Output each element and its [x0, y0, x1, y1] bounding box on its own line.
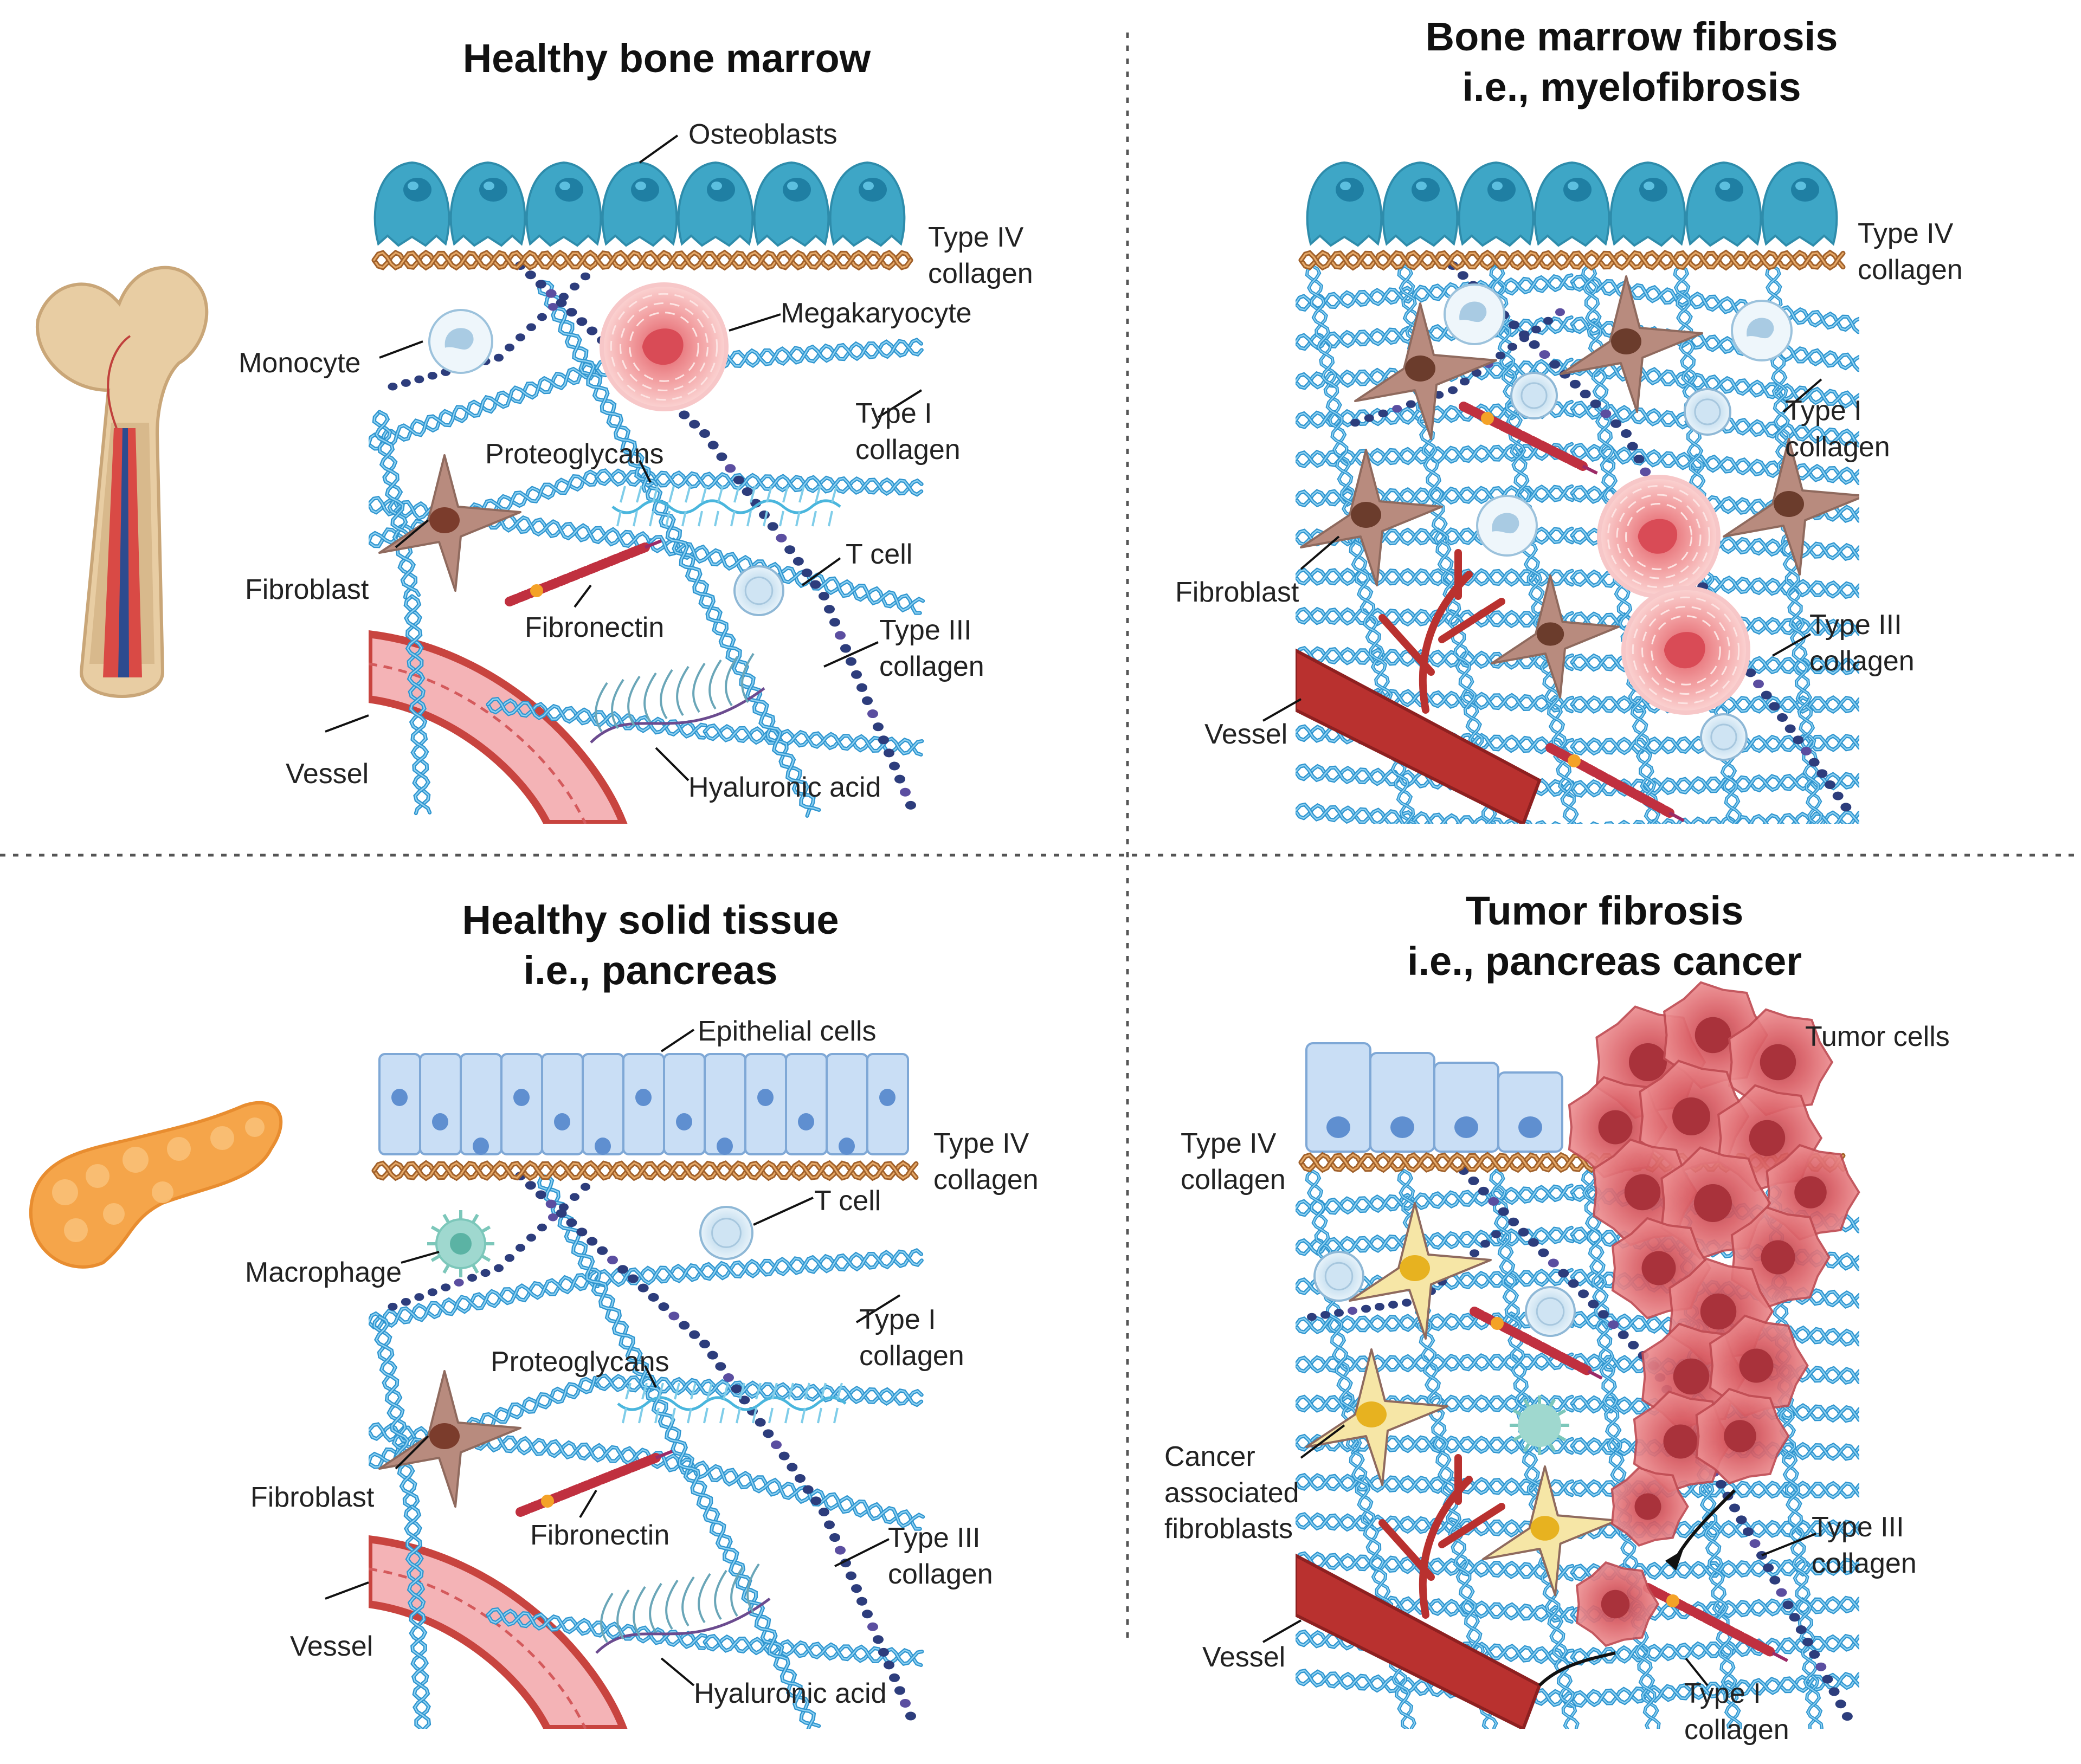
epithelium-row: [1305, 1042, 1563, 1153]
macrophage-cell: [427, 1210, 494, 1277]
label-fibroblast: Fibroblast: [245, 574, 369, 605]
type-iii-collagen-chain: [515, 261, 916, 810]
label-macrophage: Macrophage: [245, 1257, 402, 1288]
panel-title-bone-marrow-fibrosis: Bone marrow fibrosis i.e., myelofibrosis: [1425, 14, 1838, 109]
tl-matrix: [369, 261, 925, 824]
label-vessel: Vessel: [286, 758, 369, 790]
label-hyaluronic-acid: Hyaluronic acid: [688, 772, 881, 803]
osteoblast-row: [373, 161, 906, 247]
label-type-iii-collagen: Type III collagen: [1812, 1511, 1917, 1579]
basement-membrane: [371, 249, 913, 271]
label-type-i-collagen: Type I collagen: [1684, 1678, 1789, 1746]
osteoblast-row: [1306, 161, 1838, 247]
label-type-iv-collagen: Type IV collagen: [1181, 1128, 1286, 1196]
label-t-cell: T cell: [814, 1185, 881, 1217]
label-vessel: Vessel: [290, 1631, 373, 1662]
label-fibronectin: Fibronectin: [530, 1520, 670, 1551]
scene-bone-marrow-fibrosis: [1296, 161, 1859, 824]
tumor-cell-mass: [1568, 981, 1860, 1647]
label-type-iv-collagen: Type IV collagen: [933, 1128, 1039, 1196]
t-cell: [699, 1206, 753, 1260]
fibronectin: [505, 539, 662, 606]
label-type-iv-collagen: Type IV collagen: [928, 222, 1033, 289]
pancreas-icon: [29, 1101, 283, 1269]
label-type-i-collagen: Type I collagen: [855, 398, 961, 466]
label-type-iv-collagen: Type IV collagen: [1858, 218, 1963, 286]
type-i-collagen-fibers: [369, 337, 924, 451]
t-cell: [733, 565, 784, 616]
label-epithelial-cells: Epithelial cells: [698, 1016, 877, 1047]
label-hyaluronic-acid: Hyaluronic acid: [694, 1678, 887, 1709]
tr-matrix: [1296, 261, 1859, 824]
megakaryocyte-cell: [600, 282, 729, 411]
label-vessel: Vessel: [1204, 719, 1288, 750]
label-fibronectin: Fibronectin: [525, 612, 665, 643]
label-monocyte: Monocyte: [239, 347, 361, 379]
label-t-cell: T cell: [846, 539, 913, 570]
leader-lines: [325, 134, 1822, 1687]
label-proteoglycans: Proteoglycans: [491, 1346, 669, 1378]
vessel: [369, 630, 628, 824]
label-type-iii-collagen: Type III collagen: [888, 1522, 993, 1590]
basement-membrane: [371, 1160, 919, 1181]
bone-icon: [35, 266, 209, 698]
vessel: [1296, 1454, 1542, 1729]
basement-membrane: [1298, 249, 1846, 271]
panel-title-healthy-bone-marrow: Healthy bone marrow: [462, 36, 871, 81]
label-type-iii-collagen: Type III collagen: [1809, 609, 1915, 677]
scene-healthy-bone-marrow: [369, 161, 925, 824]
epithelium-row: [378, 1053, 909, 1155]
vessel: [1296, 549, 1542, 824]
panel-title-healthy-solid-tissue: Healthy solid tissue i.e., pancreas: [462, 897, 839, 993]
label-proteoglycans: Proteoglycans: [485, 438, 664, 470]
proteoglycan: [611, 486, 841, 527]
scene-tumor-fibrosis: [1296, 981, 1860, 1729]
label-type-i-collagen: Type I collagen: [859, 1304, 964, 1372]
hyaluronic-acid: [590, 652, 765, 744]
monocyte-cell: [428, 309, 493, 374]
migration-arrows: [1538, 1489, 1736, 1687]
label-tumor-cells: Tumor cells: [1805, 1021, 1950, 1052]
label-megakaryocyte: Megakaryocyte: [781, 298, 972, 329]
label-osteoblasts: Osteoblasts: [688, 119, 837, 150]
label-type-i-collagen: Type I collagen: [1785, 395, 1890, 463]
fibroblast-cell: [378, 454, 521, 592]
label-fibroblast: Fibroblast: [250, 1482, 375, 1513]
scene-healthy-pancreas: [369, 1053, 925, 1729]
label-cancer-associated-fibroblasts: Cancer associated fibroblasts: [1164, 1441, 1299, 1545]
label-vessel: Vessel: [1202, 1642, 1286, 1673]
label-type-iii-collagen: Type III collagen: [879, 615, 984, 682]
vessel: [369, 1535, 628, 1729]
label-fibroblast: Fibroblast: [1175, 577, 1299, 608]
panel-title-tumor-fibrosis: Tumor fibrosis i.e., pancreas cancer: [1407, 888, 1802, 984]
macrophage-cell: [1510, 1395, 1569, 1455]
